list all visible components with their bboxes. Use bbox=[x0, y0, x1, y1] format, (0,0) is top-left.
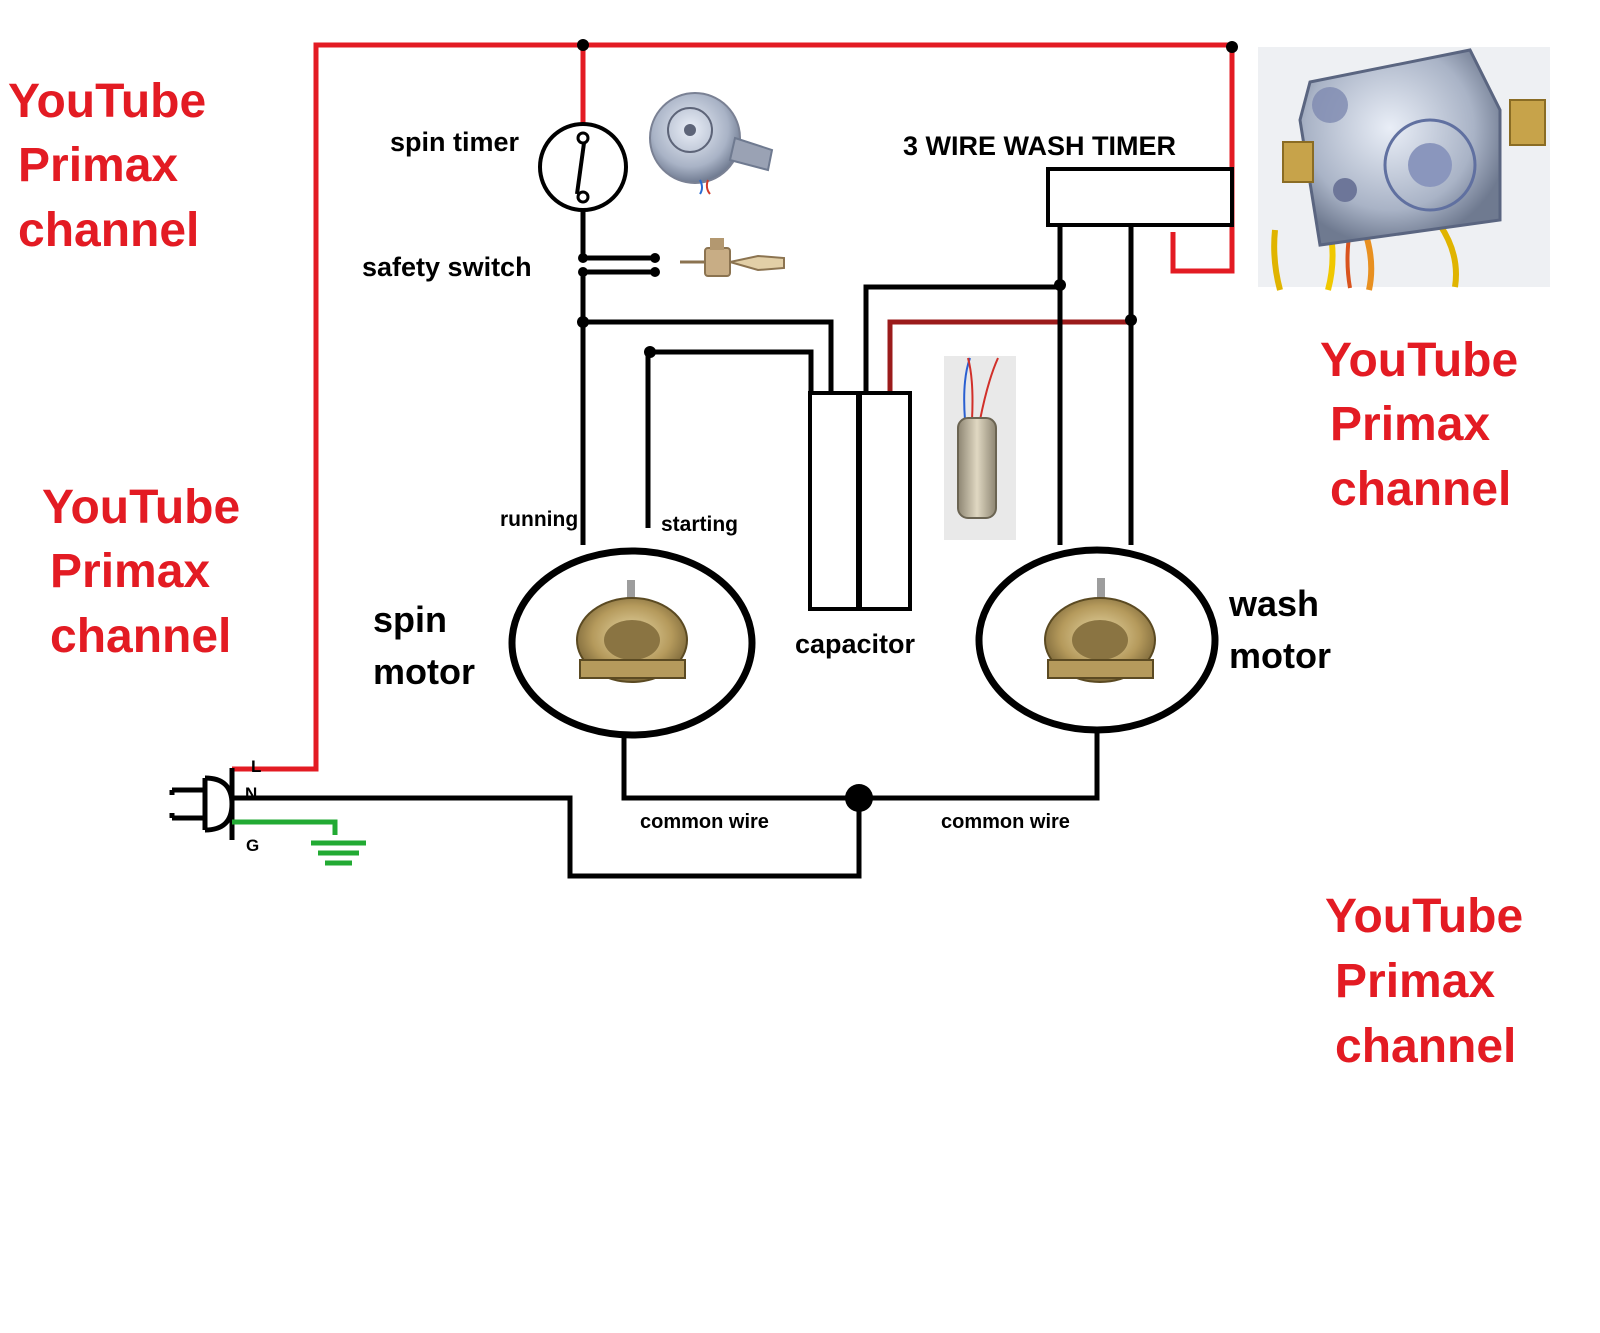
ground-icon bbox=[232, 819, 366, 866]
watermark-line: Primax bbox=[1335, 955, 1495, 1008]
watermark-line: channel bbox=[1330, 463, 1511, 516]
wash-timer-photo bbox=[1258, 47, 1550, 291]
wash-timer-box bbox=[1046, 167, 1234, 227]
common-wire-label-left: common wire bbox=[640, 811, 769, 833]
watermark-line: Primax bbox=[1330, 398, 1490, 451]
spin-timer-symbol bbox=[538, 122, 628, 212]
capacitor-photo bbox=[944, 356, 1016, 540]
spin-motor-label-line1: spin bbox=[373, 599, 447, 640]
plug-g-label: G bbox=[246, 836, 259, 855]
wash-motor-label-line2: motor bbox=[1229, 635, 1331, 676]
plug-n-label: N bbox=[245, 784, 257, 803]
capacitor-symbol bbox=[808, 391, 912, 611]
watermark-top-left: YouTube Primax channel bbox=[8, 75, 206, 257]
black-wires bbox=[232, 210, 1134, 879]
watermark-line: channel bbox=[1335, 1020, 1516, 1073]
watermark-line: YouTube bbox=[1320, 334, 1518, 387]
capacitor-to-wash-motor-wire bbox=[887, 319, 1131, 396]
watermark-line: YouTube bbox=[1325, 890, 1523, 943]
spin-timer-photo bbox=[649, 92, 774, 195]
spin-motor-label-line2: motor bbox=[373, 651, 475, 692]
safety-switch-label: safety switch bbox=[362, 252, 532, 282]
junction-dots bbox=[577, 39, 1238, 812]
running-label: running bbox=[500, 508, 578, 531]
power-plug-icon bbox=[169, 768, 235, 840]
wash-timer-label: 3 WIRE WASH TIMER bbox=[903, 131, 1176, 161]
spin-timer-label: spin timer bbox=[390, 127, 520, 157]
watermark-line: Primax bbox=[50, 545, 210, 598]
watermark-mid-left: YouTube Primax channel bbox=[42, 481, 240, 663]
watermark-top-right: YouTube Primax channel bbox=[1320, 334, 1518, 516]
watermark-line: YouTube bbox=[8, 75, 206, 128]
watermark-line: channel bbox=[18, 204, 199, 257]
watermark-line: channel bbox=[50, 610, 231, 663]
capacitor-label: capacitor bbox=[795, 629, 916, 659]
wash-motor-label-line1: wash bbox=[1228, 583, 1319, 624]
spin-motor-photo bbox=[576, 580, 688, 683]
watermark-bottom-right: YouTube Primax channel bbox=[1325, 890, 1523, 1073]
watermark-line: YouTube bbox=[42, 481, 240, 534]
safety-switch-symbol bbox=[578, 253, 660, 277]
safety-switch-photo bbox=[680, 238, 785, 277]
plug-l-label: L bbox=[251, 757, 261, 776]
starting-label: starting bbox=[661, 513, 738, 536]
common-wire-label-right: common wire bbox=[941, 811, 1070, 833]
wash-motor-photo bbox=[1044, 578, 1156, 683]
watermark-line: Primax bbox=[18, 139, 178, 192]
